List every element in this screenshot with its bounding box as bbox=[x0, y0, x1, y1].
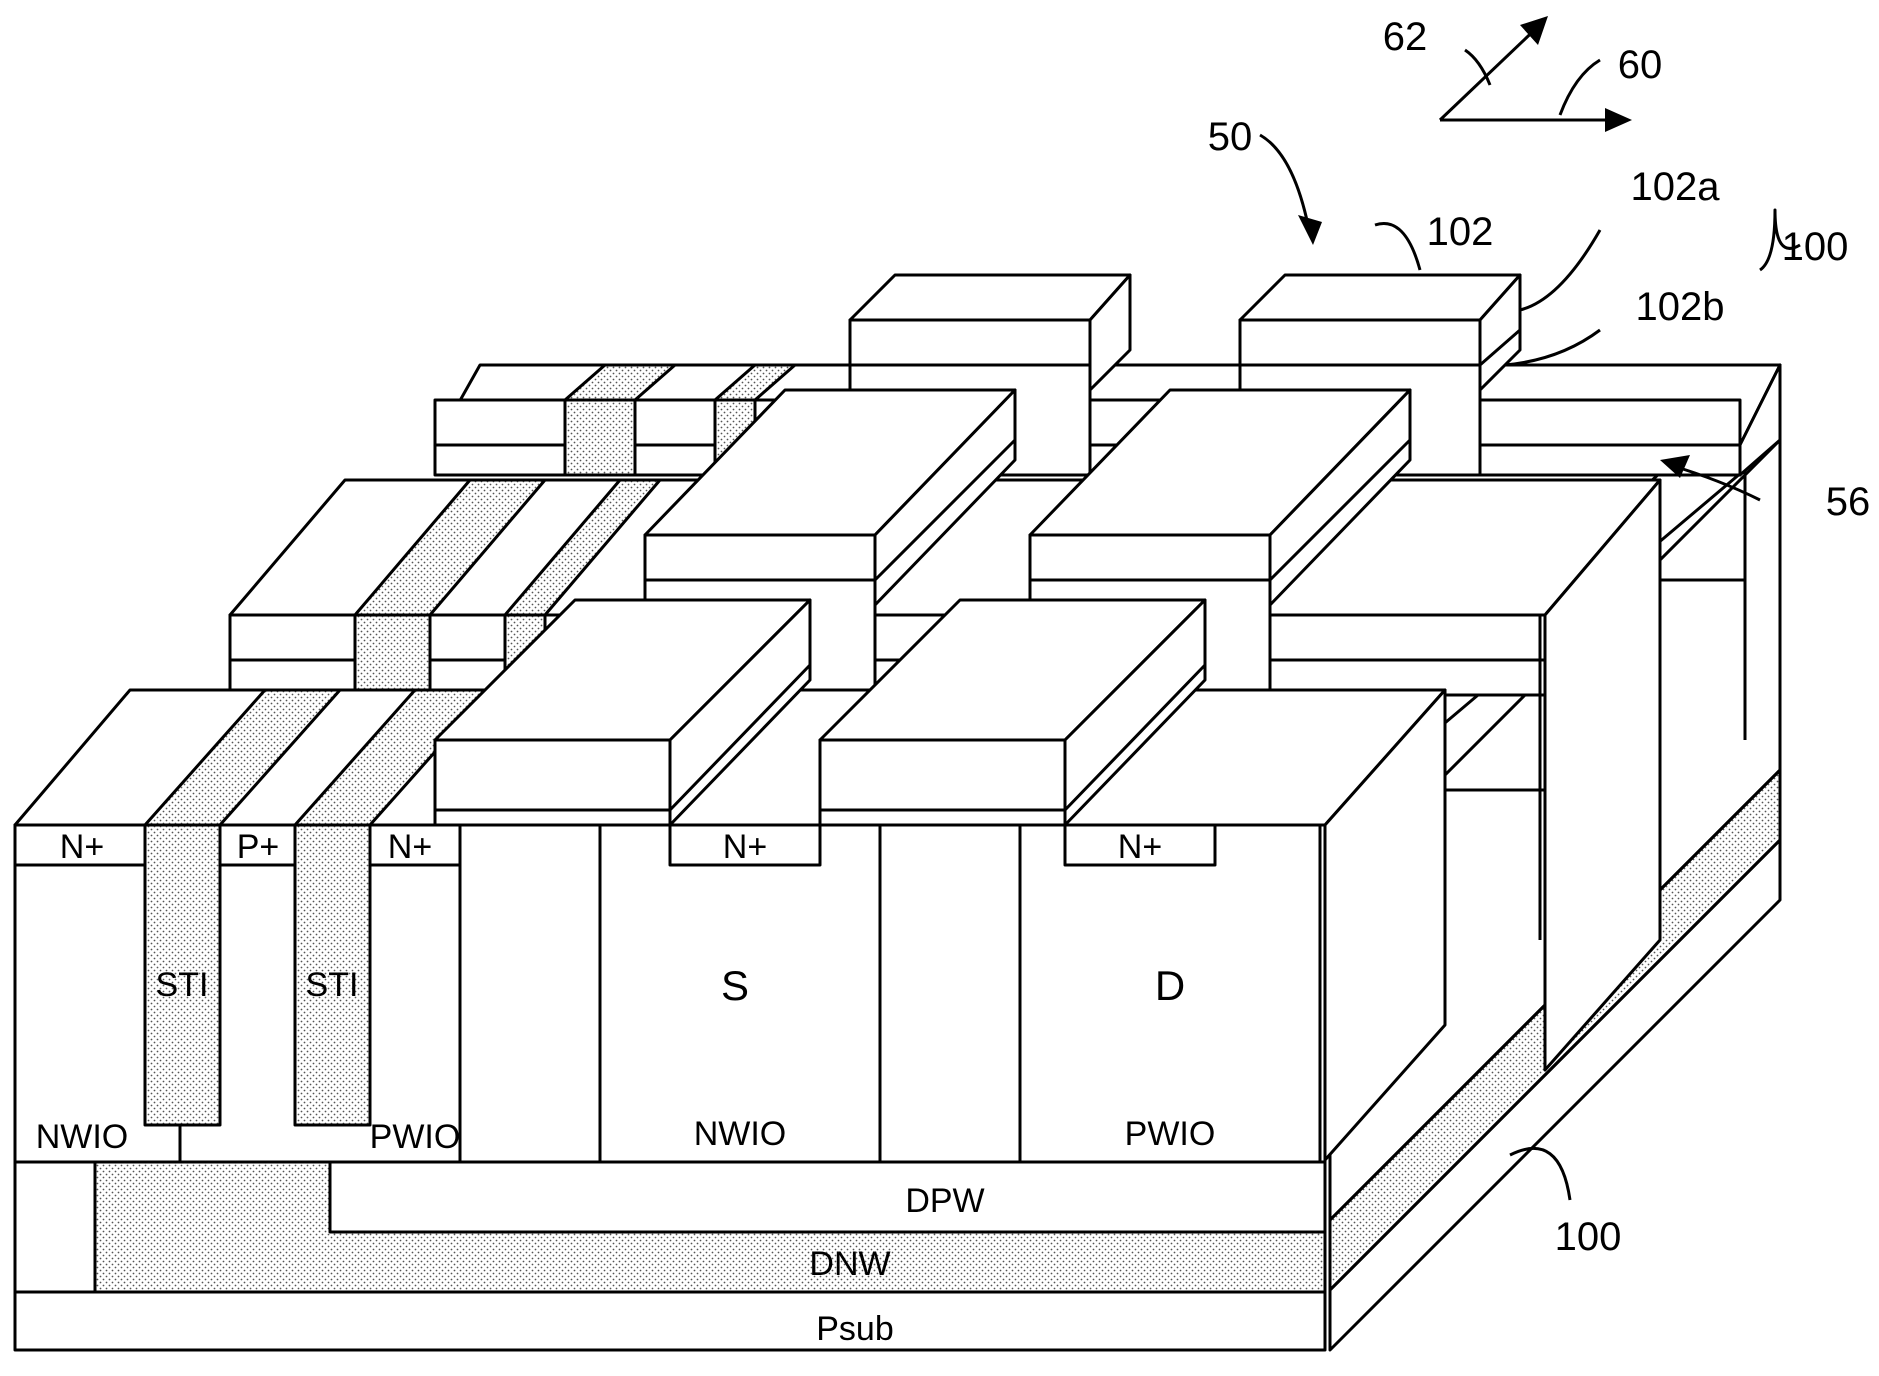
label-n-plus-mid: N+ bbox=[388, 828, 432, 866]
leader-lines bbox=[1259, 48, 1801, 1201]
ref-60: 60 bbox=[1618, 43, 1663, 87]
label-source: S bbox=[721, 962, 749, 1009]
reference-numerals: 62 60 50 102 102a 100 102b 56 100 bbox=[1208, 15, 1871, 1259]
ref-102a: 102a bbox=[1631, 165, 1721, 209]
ref-102: 102 bbox=[1427, 210, 1494, 254]
ref-102b: 102b bbox=[1636, 285, 1725, 329]
label-dpw: DPW bbox=[905, 1182, 984, 1220]
label-nwio-left: NWIO bbox=[36, 1118, 129, 1156]
label-drain: D bbox=[1155, 962, 1185, 1009]
label-dnw: DNW bbox=[809, 1245, 890, 1283]
label-sti-1: STI bbox=[156, 966, 209, 1004]
label-p-plus: P+ bbox=[237, 828, 280, 866]
label-n-plus-left: N+ bbox=[60, 828, 104, 866]
label-n-plus-drain: N+ bbox=[1118, 828, 1162, 866]
label-pwio-left: PWIO bbox=[370, 1118, 461, 1156]
ref-56: 56 bbox=[1826, 480, 1871, 524]
cross-section-labels: N+ P+ N+ STI STI NWIO PWIO N+ N+ S D NWI… bbox=[36, 828, 1216, 1348]
ref-100-top: 100 bbox=[1782, 225, 1849, 269]
front-cross-section bbox=[13, 823, 1327, 1352]
axis-arrows bbox=[1438, 16, 1632, 132]
ref-50: 50 bbox=[1208, 115, 1253, 159]
ref-62: 62 bbox=[1383, 15, 1428, 59]
label-pwio-drain: PWIO bbox=[1125, 1115, 1216, 1153]
right-side-structures bbox=[1445, 578, 1745, 940]
gate-stack-front-right bbox=[818, 598, 1207, 827]
ref-100-bottom: 100 bbox=[1555, 1215, 1622, 1259]
label-n-plus-source: N+ bbox=[723, 828, 767, 866]
label-nwio-source: NWIO bbox=[694, 1115, 787, 1153]
label-psub: Psub bbox=[816, 1310, 894, 1348]
label-sti-2: STI bbox=[306, 966, 359, 1004]
gate-stack-front-left bbox=[433, 598, 812, 827]
